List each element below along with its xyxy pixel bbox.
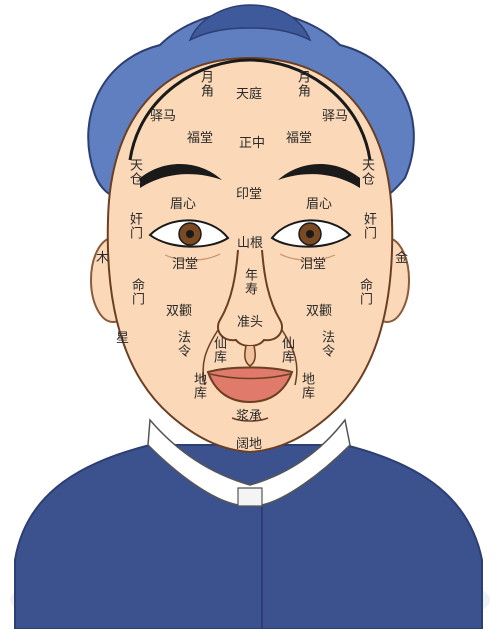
- label-di-ku-right: 地库: [300, 372, 313, 400]
- label-mu: 木: [96, 252, 109, 265]
- label-xian-ku-left: 仙库: [212, 336, 225, 364]
- label-jin: 金: [395, 252, 408, 265]
- label-yue-jiao-left: 月角: [199, 70, 212, 98]
- label-mei-xin-left: 眉心: [170, 198, 196, 211]
- label-fu-tang-right: 福堂: [286, 132, 312, 145]
- label-shan-gen: 山根: [237, 237, 263, 250]
- label-fu-tang-left: 福堂: [187, 132, 213, 145]
- label-tian-cang-left: 天仓: [128, 158, 141, 186]
- label-jiang-cheng: 浆承: [236, 410, 262, 423]
- label-kuo-di: 阔地: [236, 438, 262, 451]
- label-nian-shou: 年寿: [243, 268, 256, 296]
- label-tian-cang-right: 天仓: [360, 158, 373, 186]
- label-tian-ting: 天庭: [236, 88, 262, 101]
- label-yue-jiao-right: 月角: [296, 70, 309, 98]
- label-zhun-tou: 准头: [237, 316, 263, 329]
- label-ming-men-left: 命门: [130, 278, 143, 306]
- label-fa-ling-right: 法令: [320, 330, 333, 358]
- label-yi-ma-right: 驿马: [322, 110, 348, 123]
- label-fa-ling-left: 法令: [176, 330, 189, 358]
- label-di-ku-left: 地库: [192, 372, 205, 400]
- label-yin-tang: 印堂: [236, 188, 262, 201]
- label-jian-men-left: 奸门: [128, 212, 141, 240]
- label-lei-tang-left: 泪堂: [172, 258, 198, 271]
- label-yi-ma-left: 驿马: [150, 110, 176, 123]
- label-xian-ku-right: 仙库: [280, 336, 293, 364]
- label-lei-tang-right: 泪堂: [300, 258, 326, 271]
- label-shuang-quan-right: 双颧: [306, 305, 332, 318]
- label-ming-men-right: 命门: [358, 278, 371, 306]
- label-jian-men-right: 奸门: [362, 212, 375, 240]
- label-xing: 星: [116, 332, 129, 345]
- label-mei-xin-right: 眉心: [306, 198, 332, 211]
- label-zheng-zhong: 正中: [239, 137, 265, 150]
- label-shuang-quan-left: 双颧: [166, 305, 192, 318]
